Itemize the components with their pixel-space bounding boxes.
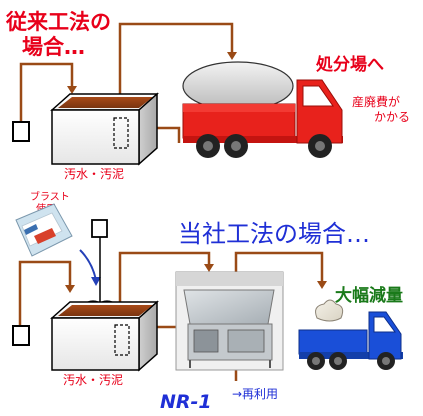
arrow-heads-bottom	[65, 264, 327, 293]
conventional-title-line2: 場合…	[22, 35, 85, 59]
our-method-title: 当社工法の場合…	[178, 220, 370, 248]
reduction-label: 大幅減量	[335, 285, 403, 306]
sensor-box	[12, 121, 30, 142]
sludge-tank	[50, 92, 159, 166]
pipe-lines	[19, 22, 234, 143]
tank-label: 汚水・汚泥	[64, 167, 124, 181]
cost-label-line2: かかる	[374, 110, 410, 124]
conventional-title-line1: 従来工法の	[5, 10, 111, 34]
cost-label-line1: 産廃費が	[352, 94, 400, 109]
arrow-heads	[67, 52, 237, 94]
destination-label: 処分場へ	[315, 55, 384, 75]
machine-name: NR-1	[160, 391, 212, 413]
tank-label: 汚水・汚泥	[63, 373, 123, 387]
our-method-section: 当社工法の場合… ブラスト 使用	[12, 190, 403, 413]
conventional-method-section: 従来工法の 場合… 汚水・汚泥	[5, 10, 410, 181]
product-label-line1: ブラスト	[30, 190, 70, 203]
sensor-box	[12, 325, 30, 346]
dose-arrow	[79, 249, 97, 281]
red-dump-truck	[182, 61, 343, 158]
pipe-lines-bottom	[18, 251, 324, 381]
waste-bag	[315, 299, 344, 322]
dose-arrow-head	[91, 277, 101, 286]
nr1-machine-photo	[175, 271, 284, 371]
blue-truck	[298, 299, 403, 370]
reuse-label: →再利用	[232, 387, 278, 401]
blast-product-bag	[15, 203, 73, 257]
sludge-tank	[50, 300, 159, 372]
